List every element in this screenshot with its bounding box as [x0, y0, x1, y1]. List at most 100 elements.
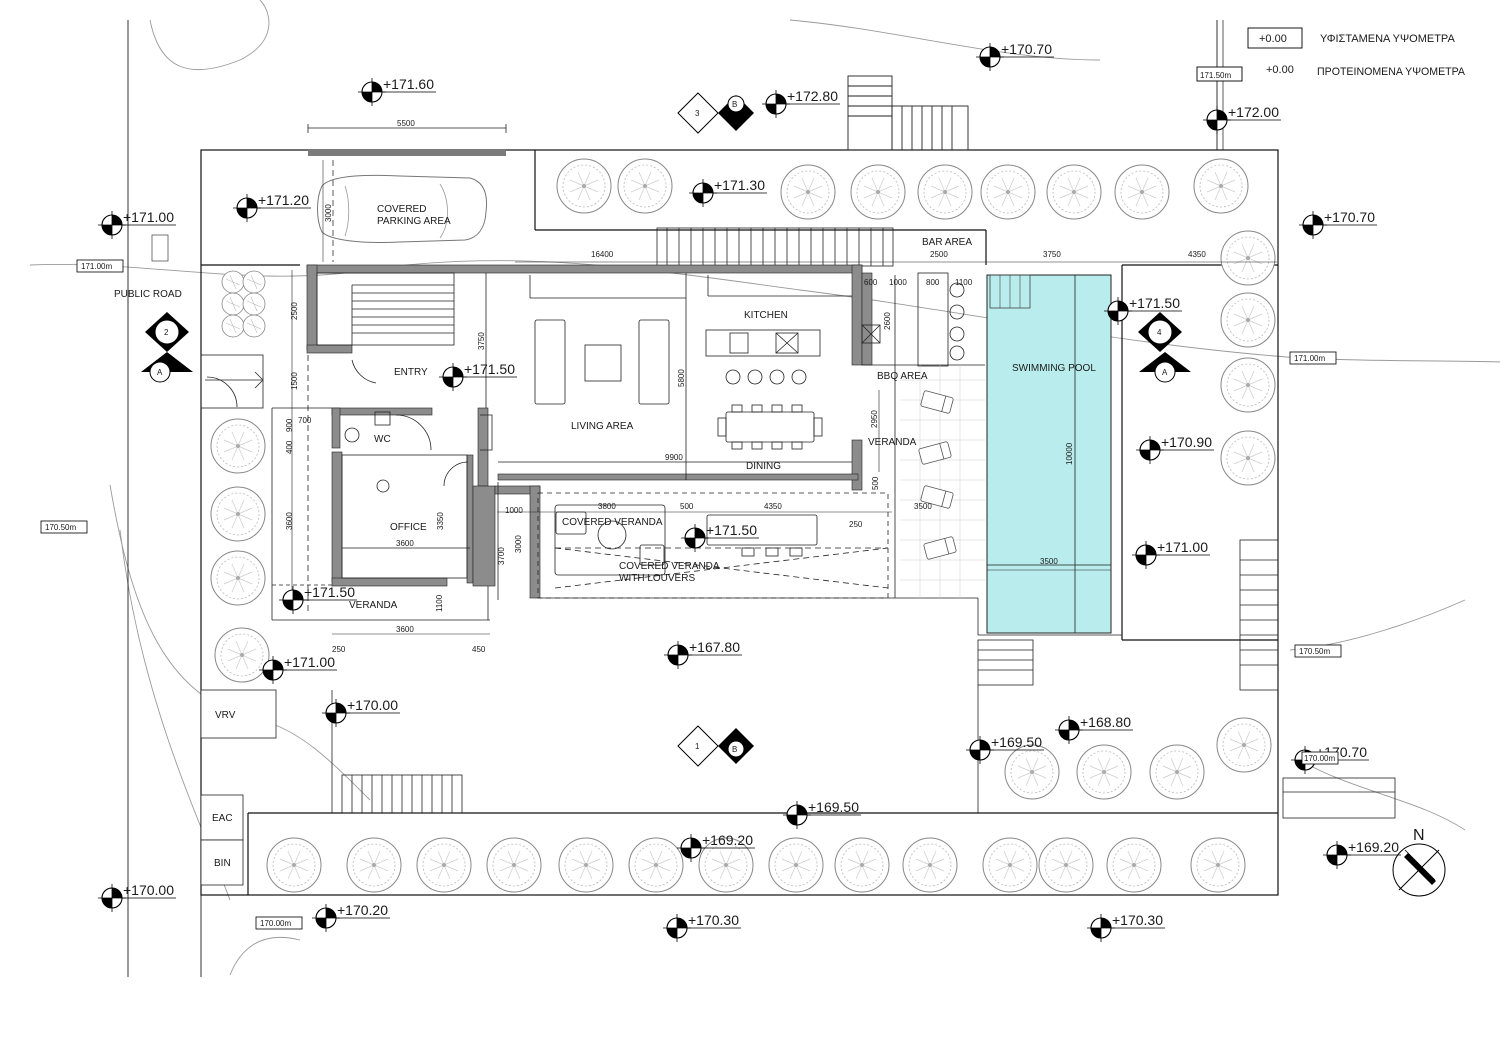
dim-3600-b: 3600	[396, 539, 414, 548]
dim-400: 400	[285, 440, 294, 454]
dim-4350-b: 4350	[764, 502, 782, 511]
contour-lines	[29, 0, 1501, 976]
legend-boxes	[1196, 27, 1303, 82]
section-label-a1: A	[157, 368, 163, 377]
level-value-l7: +171.00	[123, 209, 174, 225]
covered-parking	[151, 124, 507, 262]
section-labels: 3 B 2 A 4 A 1 B	[157, 100, 1168, 754]
level-value-l11: +170.90	[1161, 434, 1212, 450]
level-value-l1: +170.70	[1001, 41, 1052, 57]
dim-9900: 9900	[665, 453, 683, 462]
level-marker-l25: +170.20	[311, 902, 390, 933]
level-marker-l16: +171.00	[258, 654, 337, 685]
section-label-b2: B	[732, 745, 737, 754]
dim-3600-c: 3600	[396, 625, 414, 634]
level-value-l2: +171.60	[383, 76, 434, 92]
level-marker-l17: +170.00	[321, 697, 400, 728]
label-kitchen: KITCHEN	[744, 310, 788, 321]
level-value-l5: +171.20	[258, 192, 309, 208]
site-stairs	[331, 539, 1396, 819]
section-marker-2	[141, 312, 193, 383]
dim-1100-a: 1100	[955, 278, 973, 287]
dim-250-a: 250	[849, 520, 863, 529]
level-value-l21: +169.50	[808, 799, 859, 815]
level-value-l23: +169.20	[1348, 839, 1399, 855]
dim-500-a: 500	[871, 476, 880, 490]
level-value-l12: +171.50	[706, 522, 757, 538]
level-value-l8: +170.70	[1324, 209, 1375, 225]
dim-700: 700	[298, 416, 312, 425]
contour-label-boxes	[40, 259, 1342, 930]
level-marker-l12: +171.50	[680, 522, 759, 553]
dim-3600-a: 3600	[285, 512, 294, 530]
legend: +0.00 ΥΦΙΣΤΑΜΕΝΑ ΥΨΟΜΕΤΡΑ 171.50m +0.00 …	[1200, 33, 1466, 80]
level-value-l6: +171.30	[714, 177, 765, 193]
level-value-l14: +171.00	[1157, 539, 1208, 555]
contour-label-c3: 170.50m	[45, 523, 76, 532]
level-marker-l11: +170.90	[1135, 434, 1214, 465]
label-entry: ENTRY	[394, 367, 428, 378]
level-marker-l4: +172.00	[1202, 104, 1281, 135]
dim-3000-b: 3000	[514, 535, 523, 553]
level-value-l17: +170.00	[347, 697, 398, 713]
dim-3500-b: 3500	[1040, 557, 1058, 566]
dim-3700: 3700	[497, 547, 506, 565]
dim-1000-a: 1000	[889, 278, 907, 287]
north-label: N	[1413, 827, 1425, 844]
level-value-l19: +169.50	[991, 734, 1042, 750]
label-louvers-2: WITH LOUVERS	[619, 573, 695, 584]
dim-3750-b: 3750	[477, 332, 486, 350]
level-marker-l9: +171.50	[1103, 295, 1182, 326]
level-value-l25: +170.20	[337, 902, 388, 918]
dim-10000: 10000	[1065, 442, 1074, 465]
dim-900: 900	[285, 418, 294, 432]
level-marker-l22: +169.20	[676, 832, 755, 863]
level-markers: +170.70 +171.60 +172.80 +172.00 +171.20 +171.…	[97, 41, 1401, 943]
level-value-l24: +170.00	[123, 882, 174, 898]
dim-5500: 5500	[397, 119, 415, 128]
section-label-b1: B	[732, 100, 737, 109]
level-value-l3: +172.80	[787, 88, 838, 104]
contour-label-c2: 171.00m	[1294, 354, 1325, 363]
section-marker-3	[677, 92, 754, 134]
dim-3750-a: 3750	[1043, 250, 1061, 259]
section-markers	[141, 92, 1191, 767]
dim-500-b: 500	[680, 502, 694, 511]
contour-label-c6: 170.00m	[260, 919, 291, 928]
label-covered-parking-1: COVERED	[377, 204, 426, 215]
section-label-3: 3	[695, 109, 700, 118]
level-value-l22: +169.20	[702, 832, 753, 848]
level-value-l16: +171.00	[284, 654, 335, 670]
legend-proposed-label: ΠΡΟΤΕΙΝΟΜΕΝΑ ΥΨΟΜΕΤΡΑ	[1317, 66, 1466, 78]
section-label-4: 4	[1157, 328, 1162, 337]
section-label-1: 1	[695, 742, 700, 751]
dim-3500-a: 3500	[914, 502, 932, 511]
level-marker-l3: +172.80	[761, 88, 840, 119]
legend-proposed-value: +0.00	[1266, 64, 1294, 76]
dim-1100-b: 1100	[435, 594, 444, 612]
legend-existing-label: ΥΦΙΣΤΑΜΕΝΑ ΥΨΟΜΕΤΡΑ	[1320, 33, 1455, 45]
dim-800: 800	[926, 278, 940, 287]
label-swimming-pool: SWIMMING POOL	[1012, 363, 1096, 374]
dim-3350: 3350	[436, 512, 445, 530]
north-stairs	[847, 75, 969, 151]
level-value-l26: +170.30	[688, 912, 739, 928]
dimension-labels: 5500 3000 16400 3750 4350 2500 600 1000 …	[285, 119, 1206, 654]
pool-loungers	[918, 389, 957, 561]
dim-250-b: 250	[332, 645, 346, 654]
level-value-l27: +170.30	[1112, 912, 1163, 928]
level-marker-l19: +169.50	[965, 734, 1044, 765]
label-wc: WC	[374, 434, 391, 445]
dim-1000-b: 1000	[505, 506, 523, 515]
section-marker-1	[677, 725, 754, 767]
level-value-l10: +171.50	[464, 361, 515, 377]
dim-3000-a: 3000	[324, 204, 333, 222]
legend-proposed-box: 171.50m	[1200, 71, 1231, 80]
level-marker-l6: +171.30	[688, 177, 767, 208]
dim-16400: 16400	[591, 250, 614, 259]
label-bbq-area: BBQ AREA	[877, 371, 928, 382]
level-value-l18: +168.80	[1080, 714, 1131, 730]
swimming-pool	[986, 274, 1112, 634]
level-marker-l5: +171.20	[232, 192, 311, 223]
service-boxes	[200, 689, 277, 886]
